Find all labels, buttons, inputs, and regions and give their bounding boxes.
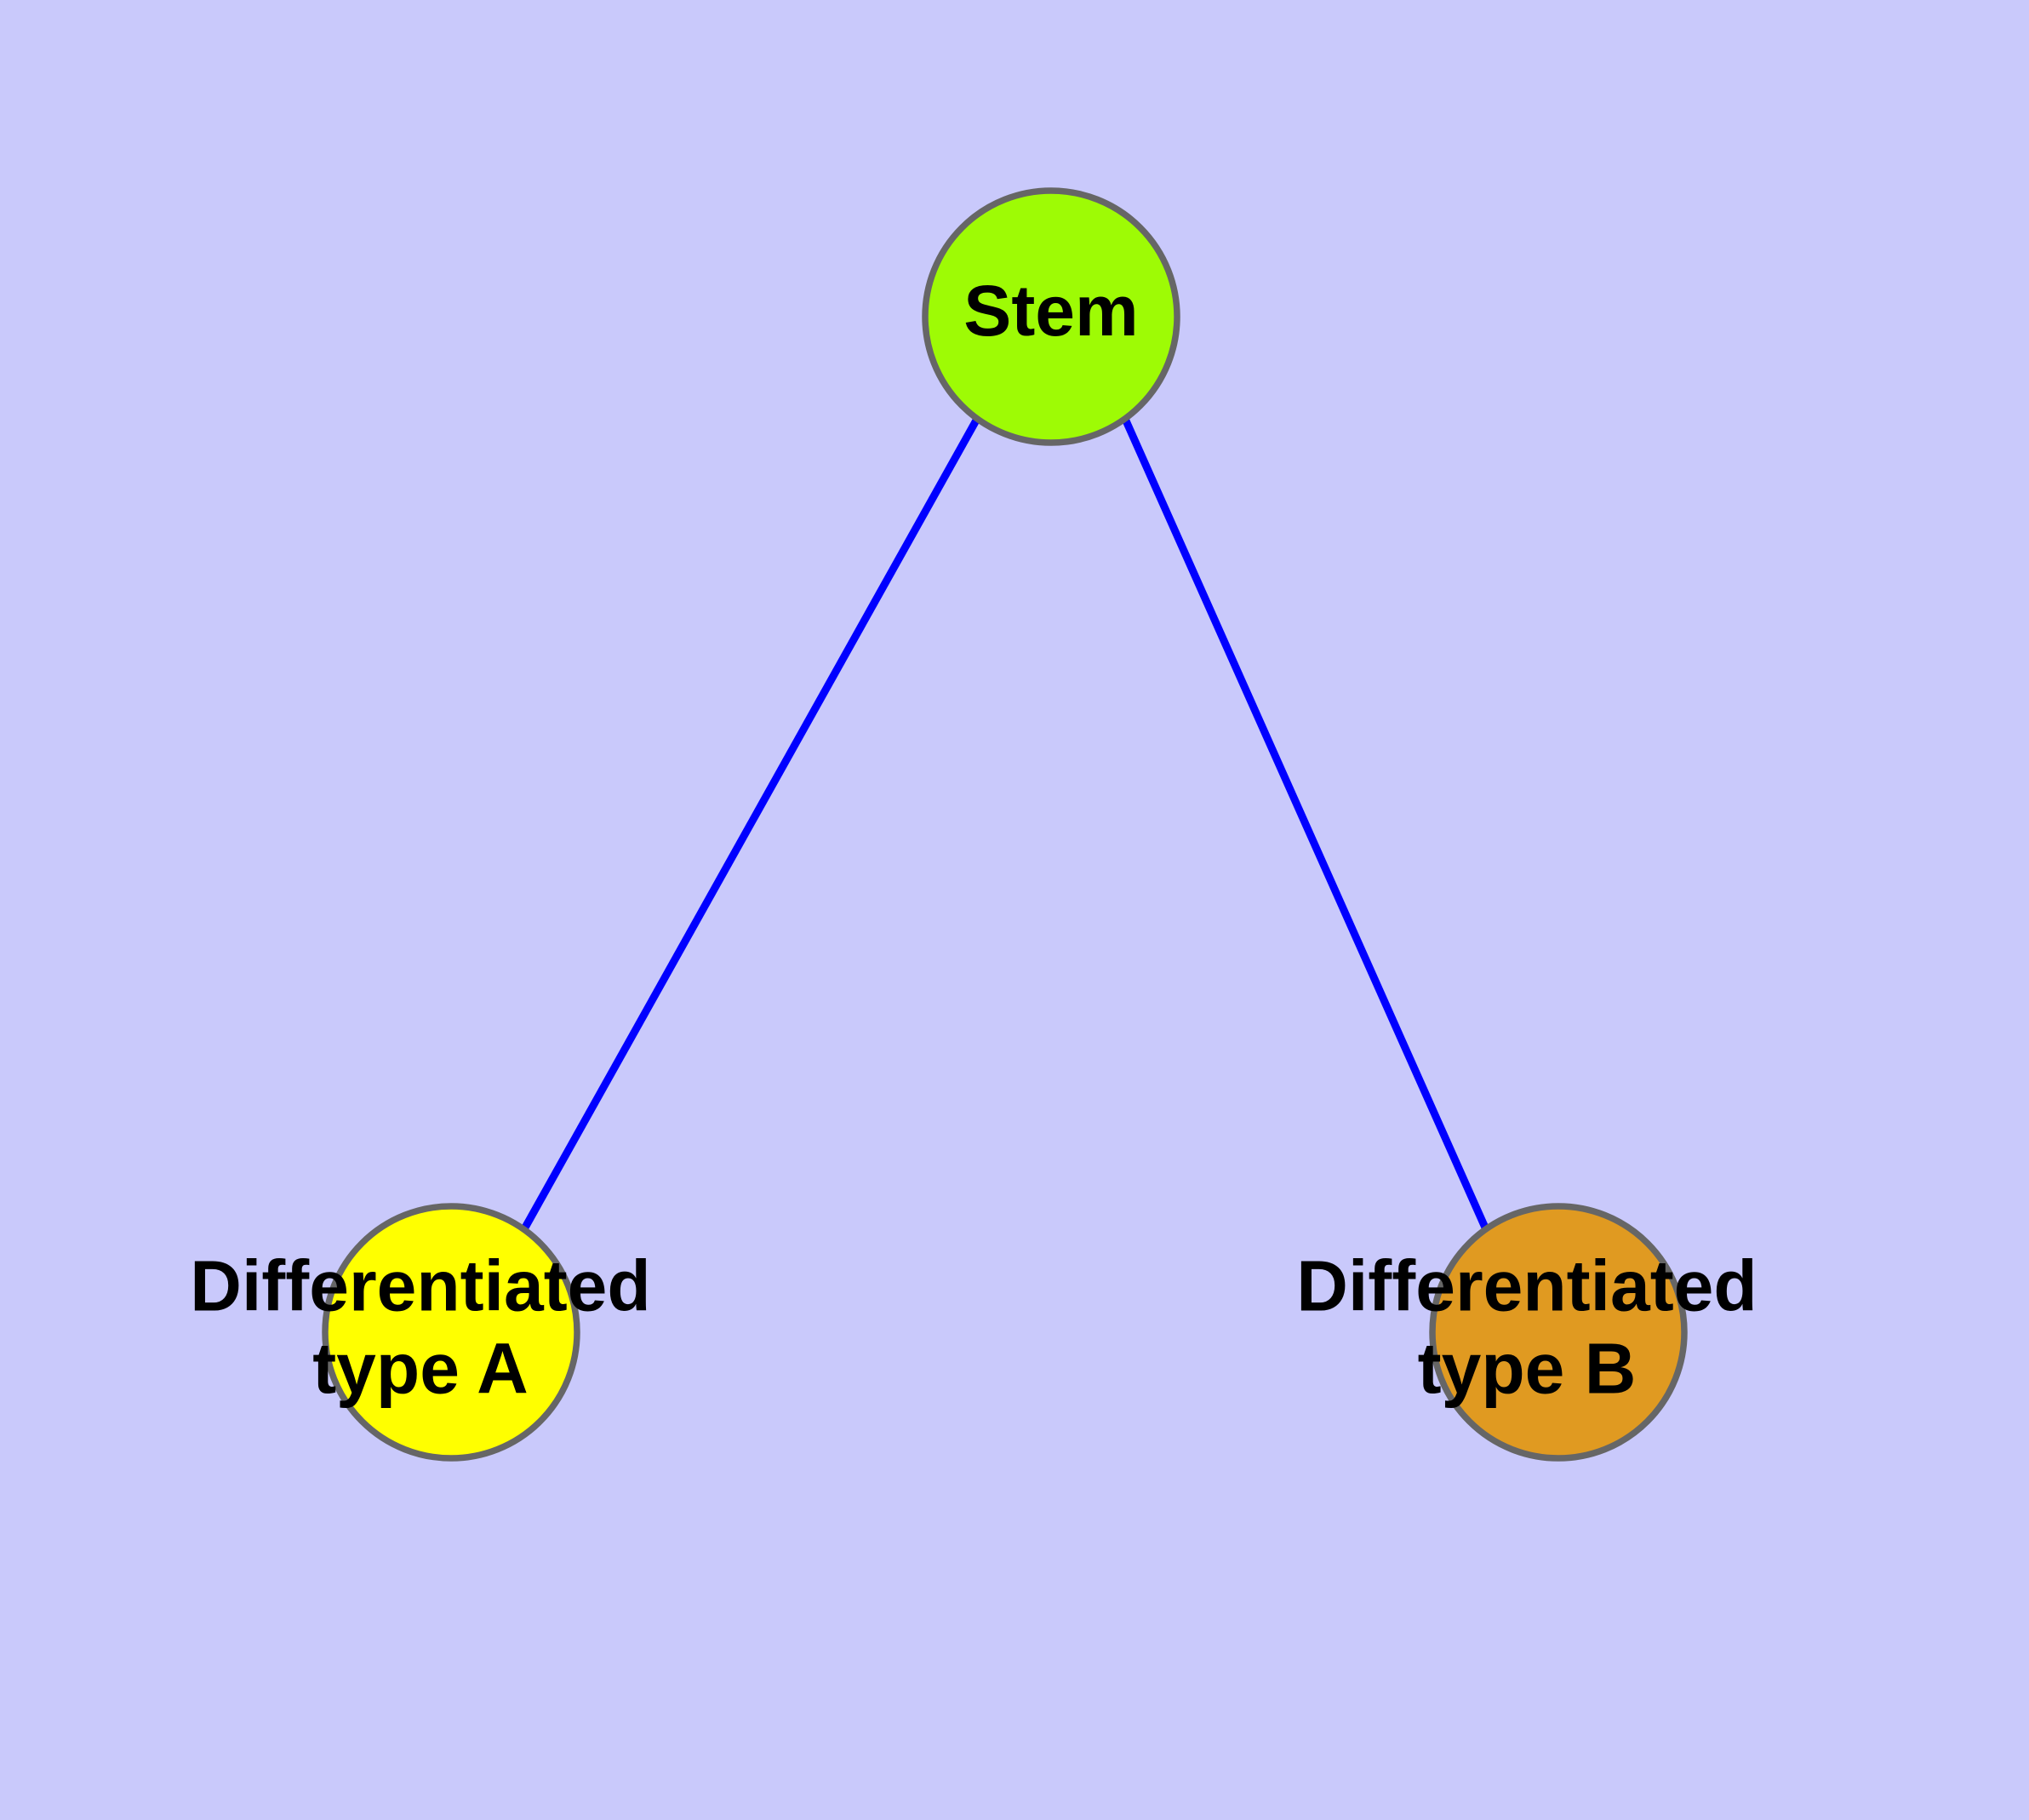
node-label-line: Differentiated xyxy=(190,1245,650,1325)
node-label-line: Differentiated xyxy=(1296,1245,1757,1325)
node-layer xyxy=(322,187,1688,1462)
node-stem[interactable] xyxy=(922,187,1180,446)
edge-stem-to-differentiated-type-b[interactable] xyxy=(1121,417,1489,1229)
node-label-line: type B xyxy=(1418,1329,1637,1409)
edge-layer xyxy=(522,416,1489,1230)
node-differentiated-type-b[interactable] xyxy=(1429,1203,1688,1462)
node-differentiated-type-a[interactable] xyxy=(322,1203,580,1462)
node-label-stem: Stem xyxy=(963,271,1138,351)
edge-stem-to-differentiated-type-a[interactable] xyxy=(522,416,980,1230)
node-label-line: Stem xyxy=(963,271,1138,351)
node-label-line: type A xyxy=(312,1329,529,1409)
